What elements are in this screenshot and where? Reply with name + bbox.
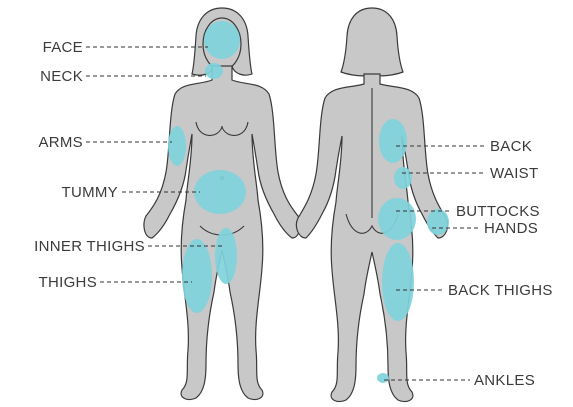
label-neck: NECK xyxy=(40,68,83,85)
label-thighs: THIGHS xyxy=(39,274,97,291)
zone-hands xyxy=(427,209,449,235)
label-hands: HANDS xyxy=(484,220,538,237)
label-back-thighs: BACK THIGHS xyxy=(448,282,553,299)
zone-arms xyxy=(168,126,186,166)
zone-buttocks xyxy=(378,198,416,240)
zone-back xyxy=(379,119,407,163)
zone-neck xyxy=(205,63,223,79)
label-inner-thighs: INNER THIGHS xyxy=(34,238,145,255)
zone-face xyxy=(204,21,240,59)
zone-inner-thighs xyxy=(215,228,237,284)
back-figure xyxy=(296,8,449,402)
label-arms: ARMS xyxy=(38,134,83,151)
zone-thighs xyxy=(182,239,212,313)
zone-waist xyxy=(394,167,412,189)
label-ankles: ANKLES xyxy=(474,372,535,389)
zone-tummy xyxy=(194,170,246,214)
front-figure xyxy=(144,8,300,400)
back-hair xyxy=(341,8,403,76)
label-waist: WAIST xyxy=(490,165,538,182)
zone-ankles xyxy=(377,373,389,383)
label-buttocks: BUTTOCKS xyxy=(456,203,540,220)
label-back: BACK xyxy=(490,138,532,155)
zone-back-thighs xyxy=(382,243,414,321)
label-tummy: TUMMY xyxy=(62,184,119,201)
label-face: FACE xyxy=(43,39,83,56)
